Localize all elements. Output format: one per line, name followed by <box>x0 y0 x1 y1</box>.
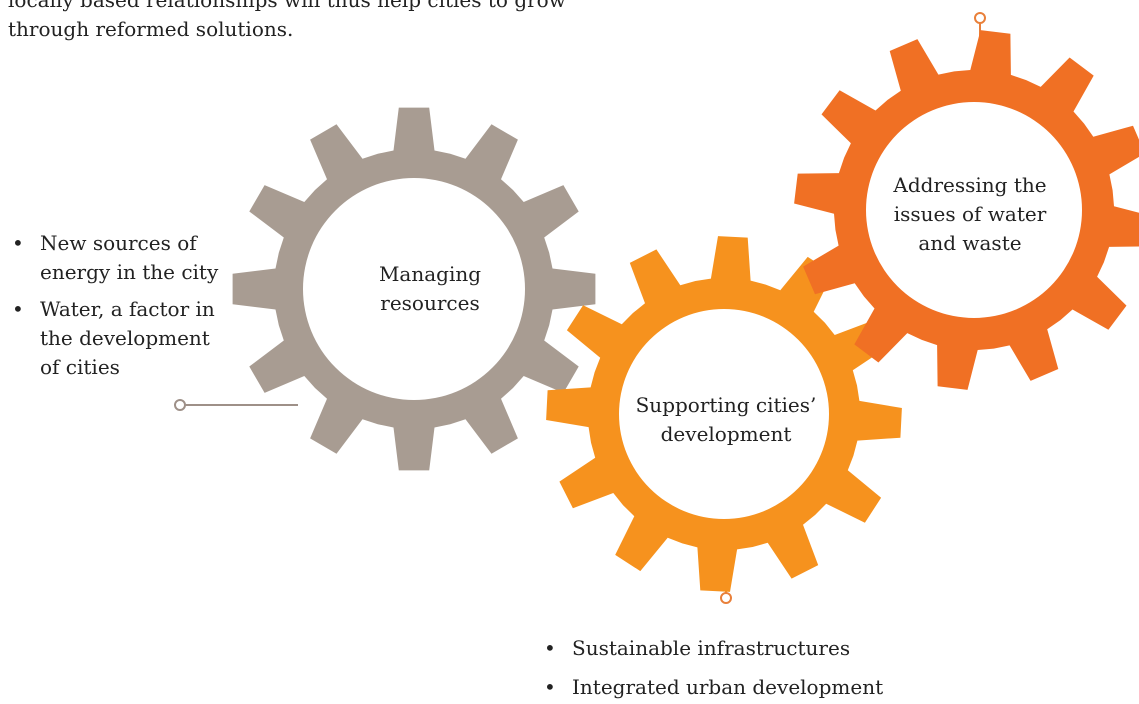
managing-connector-dot <box>174 399 186 411</box>
intro-text: locally based relationships will thus he… <box>8 0 648 44</box>
label-line: and waste <box>918 231 1022 255</box>
list-item: Sustainable infrastructures <box>540 634 883 663</box>
list-item-line: energy in the city <box>40 260 219 284</box>
label-line: Managing <box>378 262 482 286</box>
list-item-line: of cities <box>40 355 120 379</box>
addressing-connector-dot <box>974 12 986 24</box>
supporting-development-label: Supporting cities’ development <box>616 391 836 449</box>
intro-line: through reformed solutions. <box>8 17 294 41</box>
list-item-line: the development <box>40 326 210 350</box>
list-item-line: New sources of <box>40 231 197 255</box>
bottom-bullet-list: Sustainable infrastructures Integrated u… <box>540 634 883 702</box>
label-line: development <box>660 422 792 446</box>
gear-icon <box>794 30 1139 390</box>
supporting-connector-dot <box>720 592 732 604</box>
left-bullet-list: New sources of energy in the city Water,… <box>8 229 218 382</box>
label-line: Addressing the <box>893 173 1047 197</box>
gear-icon <box>232 107 596 471</box>
list-item: Water, a factor in the development of ci… <box>8 295 218 382</box>
list-item: New sources of energy in the city <box>8 229 218 287</box>
list-item-line: Integrated urban development <box>572 675 884 699</box>
label-line: issues of water <box>893 202 1047 226</box>
list-item-line: Water, a factor in <box>40 297 215 321</box>
list-item: Integrated urban development <box>540 673 883 702</box>
list-item-line: Sustainable infrastructures <box>572 636 851 660</box>
label-line: resources <box>380 291 480 315</box>
managing-resources-label: Managing resources <box>330 260 530 318</box>
gear-icon <box>546 236 902 592</box>
addressing-water-waste-label: Addressing the issues of water and waste <box>870 171 1070 258</box>
label-line: Supporting cities’ <box>635 393 817 417</box>
intro-line: locally based relationships will thus he… <box>8 0 566 12</box>
